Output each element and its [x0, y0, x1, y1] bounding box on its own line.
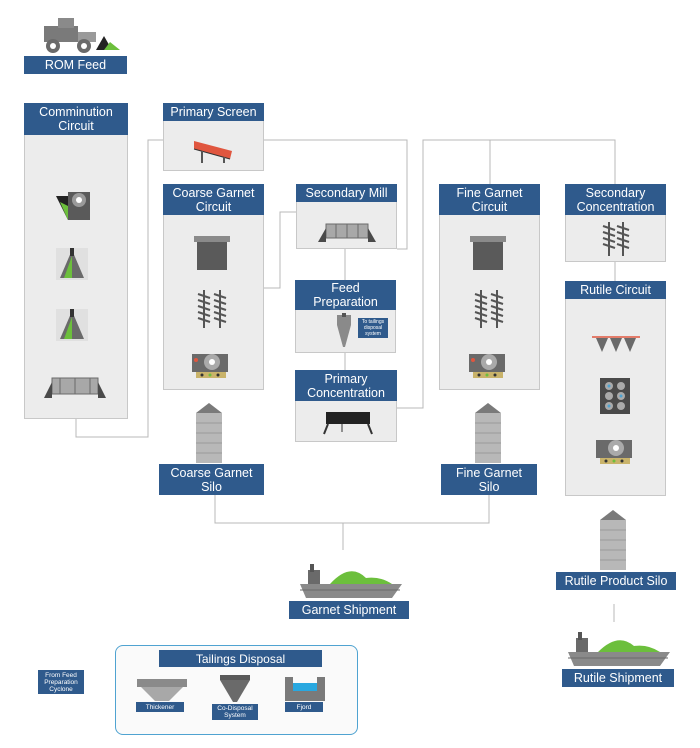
magnetic-separator-icon — [322, 410, 374, 436]
cone-crusher-icon — [56, 309, 88, 341]
rutile-product-silo-label: Rutile Product Silo — [556, 572, 676, 590]
ship-icon — [568, 632, 670, 668]
cone-crusher-icon — [56, 248, 88, 280]
ball-mill-icon — [318, 220, 376, 244]
thickener-label: Thickener — [136, 702, 184, 712]
crusher-icon — [54, 186, 94, 222]
fine-garnet-circuit-label: Fine Garnet Circuit — [439, 184, 540, 215]
co-disposal-icon — [220, 675, 250, 703]
co-disposal-label: Co-Disposal System — [212, 704, 258, 720]
magnetic-separator-icon — [594, 436, 636, 466]
primary-concentration-label: Primary Concentration — [295, 370, 397, 401]
bin-icon — [470, 236, 506, 270]
ship-icon — [300, 562, 402, 600]
comminution-circuit-label: Comminution Circuit — [24, 103, 128, 135]
rutile-shipment-label: Rutile Shipment — [562, 669, 674, 687]
cyclone-icon — [592, 334, 640, 356]
silo-icon — [196, 403, 222, 463]
spiral-icon — [601, 222, 631, 256]
secondary-concentration-label: Secondary Concentration — [565, 184, 666, 215]
spiral-icon — [473, 290, 505, 328]
ball-mill-icon — [44, 374, 106, 400]
garnet-shipment-label: Garnet Shipment — [289, 601, 409, 619]
electrostatic-separator-icon — [600, 378, 630, 414]
fjord-label: Fjord — [285, 702, 323, 712]
vibrating-screen-icon — [192, 137, 236, 165]
rutile-circuit-label: Rutile Circuit — [565, 281, 666, 299]
thickener-icon — [137, 677, 187, 703]
fjord-icon — [285, 677, 325, 701]
coarse-garnet-silo-label: Coarse Garnet Silo — [159, 464, 264, 495]
from-feed-prep-label: From Feed Preparation Cyclone — [38, 670, 84, 694]
magnetic-separator-icon — [190, 350, 232, 380]
coarse-garnet-circuit-label: Coarse Garnet Circuit — [163, 184, 264, 215]
to-tailings-tag: To tailings disposal system — [358, 318, 388, 338]
bin-icon — [194, 236, 230, 270]
fine-garnet-silo-label: Fine Garnet Silo — [441, 464, 537, 495]
secondary-mill-label: Secondary Mill — [296, 184, 397, 202]
cyclone-icon — [335, 313, 353, 349]
primary-screen-label: Primary Screen — [163, 103, 264, 121]
rom-feed-label: ROM Feed — [24, 56, 127, 74]
feed-preparation-label: Feed Preparation — [295, 280, 396, 310]
spiral-icon — [196, 290, 228, 328]
loader-truck-icon — [38, 16, 122, 56]
silo-icon — [600, 510, 626, 570]
magnetic-separator-icon — [467, 350, 509, 380]
silo-icon — [475, 403, 501, 463]
tailings-disposal-title: Tailings Disposal — [159, 650, 322, 667]
